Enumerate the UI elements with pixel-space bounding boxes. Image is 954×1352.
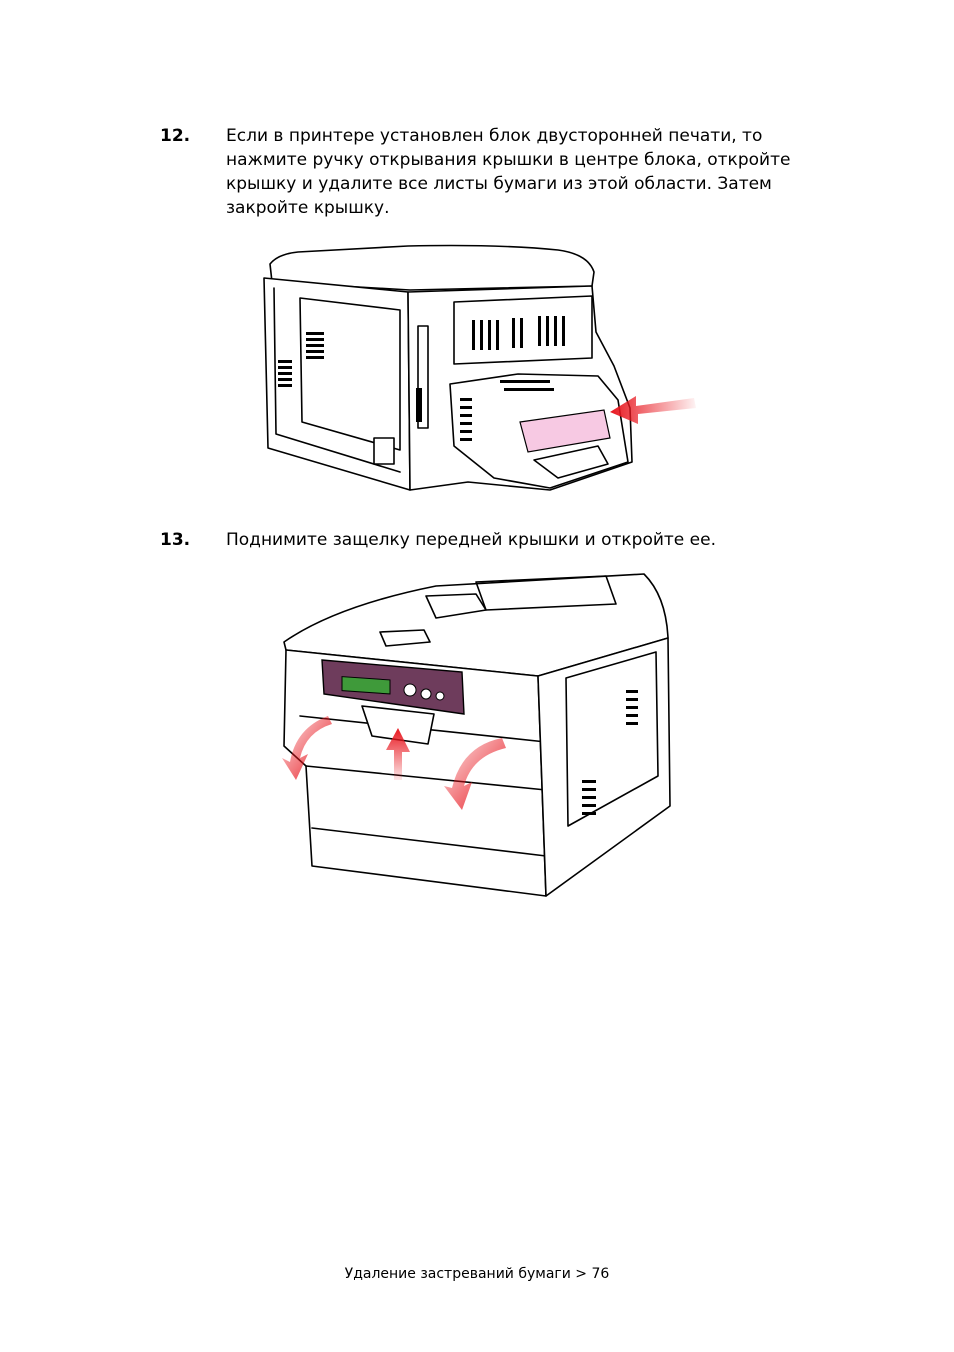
- printer-duplex-illustration: [263, 244, 696, 491]
- cover-open-arrow-right-icon: [444, 738, 506, 810]
- lcd-display: [341, 676, 391, 695]
- operator-panel: [321, 659, 465, 715]
- panel-button-icon: [403, 683, 417, 697]
- step-12: 12. Если в принтере установлен блок двус…: [160, 124, 840, 224]
- panel-button-icon: [420, 688, 432, 700]
- step-text: Поднимите защелку передней крышки и откр…: [226, 530, 716, 550]
- step-number: 12.: [160, 126, 191, 146]
- printer-front-cover-illustration: [282, 573, 671, 897]
- step-number: 13.: [160, 530, 191, 550]
- vent-grille: [278, 332, 324, 387]
- step-text: Если в принтере установлен блок двусторо…: [226, 126, 791, 218]
- panel-button-icon: [435, 691, 445, 701]
- insert-arrow-icon: [610, 396, 696, 424]
- page-footer: Удаление застреваний бумаги > 76: [344, 1266, 610, 1282]
- step-13: 13. Поднимите защелку передней крышки и …: [160, 528, 840, 558]
- cover-open-arrow-left-icon: [282, 716, 332, 780]
- jammed-paper: [519, 409, 611, 453]
- latch-up-arrow-icon: [386, 728, 410, 780]
